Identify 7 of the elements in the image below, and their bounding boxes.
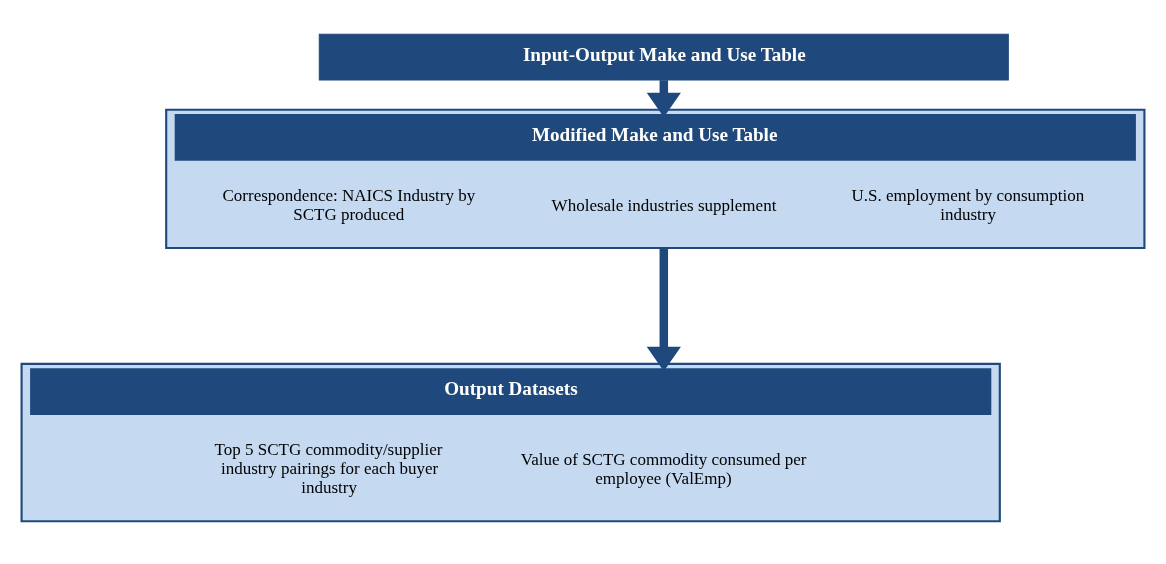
node-text: Correspondence: NAICS Industry by SCTG produced bbox=[222, 185, 476, 225]
node-text: Wholesale industries supplement bbox=[551, 195, 777, 215]
node-text: Top 5 SCTG commodity/supplier industry pairings for each buyer industry bbox=[214, 440, 443, 498]
node-text: U.S. employment by consumption industry bbox=[851, 185, 1085, 225]
arrow bbox=[646, 247, 681, 372]
node-text: Value of SCTG commodity consumed per employee (ValEmp) bbox=[520, 449, 807, 488]
node-box: Input-Output Make and Use Table bbox=[318, 33, 1009, 81]
